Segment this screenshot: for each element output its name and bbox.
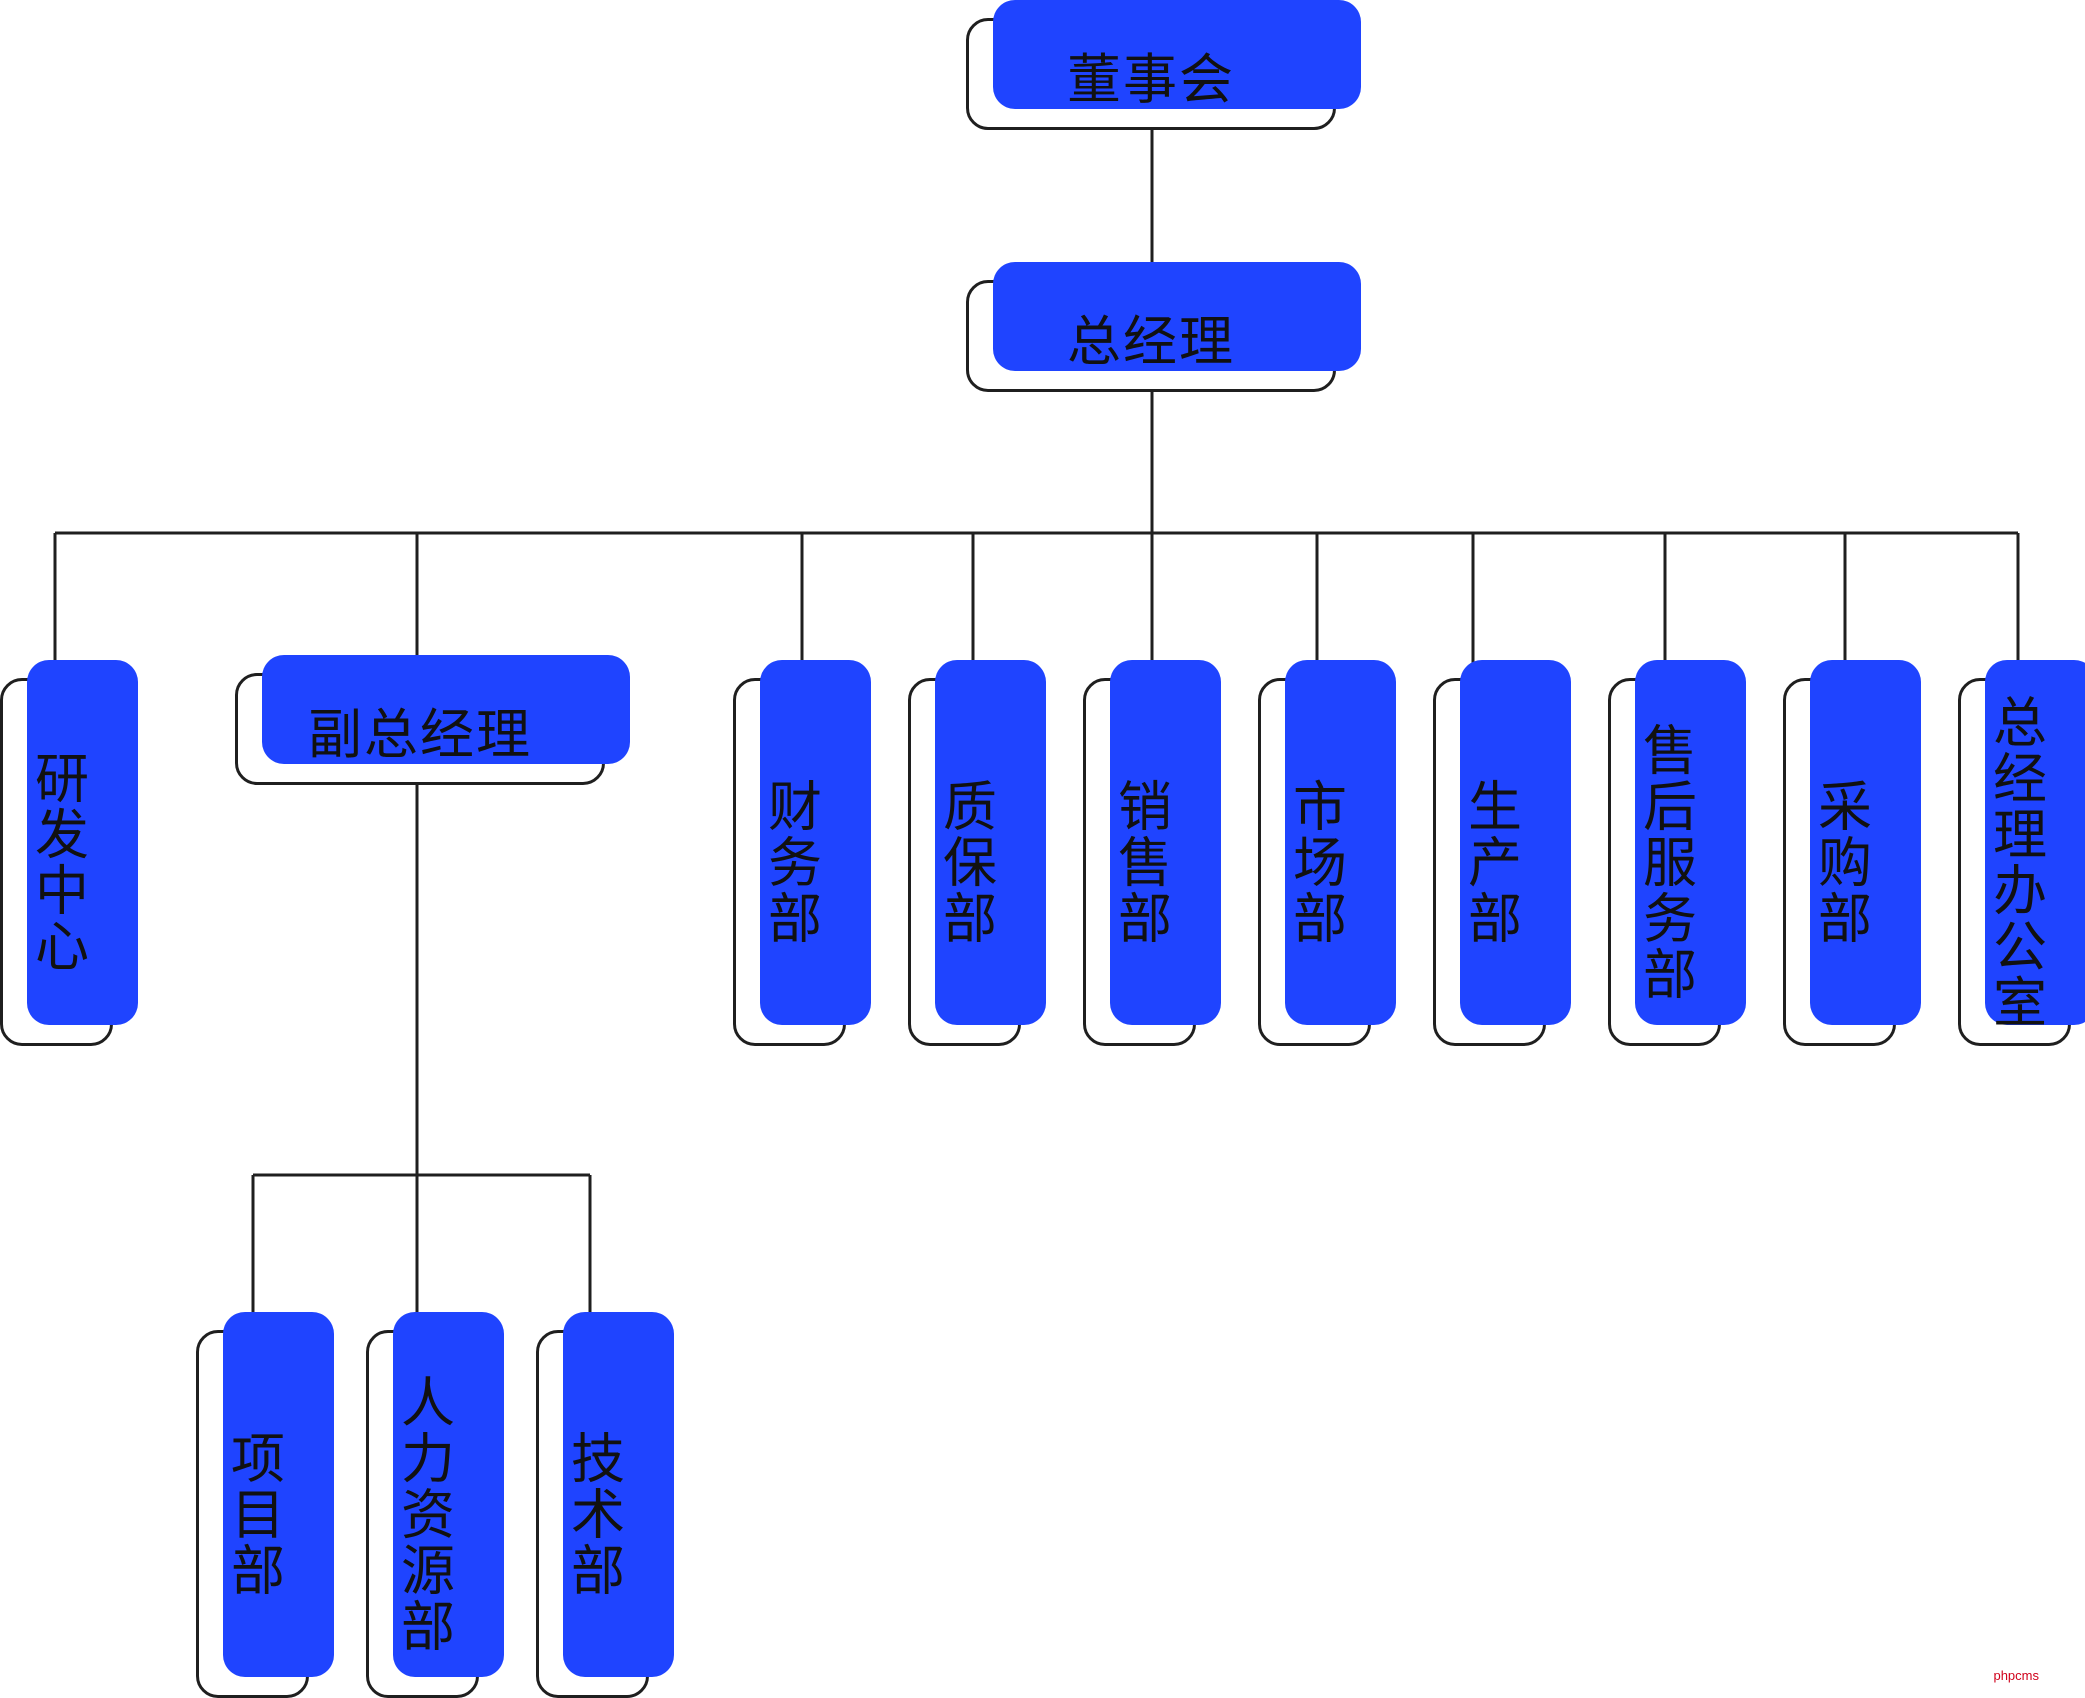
department-label: 采购部 xyxy=(1808,778,1872,946)
department-rd-center: 研发中心 xyxy=(0,660,138,1046)
department-gm-office: 总经理办公室 xyxy=(1958,660,2085,1046)
sub-department-label: 技术部 xyxy=(561,1430,625,1598)
department-label: 市场部 xyxy=(1283,778,1347,946)
general-manager-label: 总经理 xyxy=(1067,309,1235,373)
board-node: 董事会 xyxy=(966,0,1361,130)
department-sales: 销售部 xyxy=(1083,660,1221,1046)
department-after-sales: 售后服务部 xyxy=(1608,660,1746,1046)
deputy-general-manager-label: 副总经理 xyxy=(308,702,532,766)
deputy-general-manager-node: 副总经理 xyxy=(235,655,630,785)
department-label: 生产部 xyxy=(1458,778,1522,946)
sub-department-projects: 项目部 xyxy=(196,1312,334,1698)
department-marketing: 市场部 xyxy=(1258,660,1396,1046)
department-quality: 质保部 xyxy=(908,660,1046,1046)
sub-department-technology: 技术部 xyxy=(536,1312,674,1698)
department-production: 生产部 xyxy=(1433,660,1571,1046)
sub-department-label: 项目部 xyxy=(221,1430,285,1598)
watermark-text: phpcms xyxy=(1993,1668,2039,1683)
department-finance: 财务部 xyxy=(733,660,871,1046)
department-label: 研发中心 xyxy=(25,750,89,974)
department-purchasing: 采购部 xyxy=(1783,660,1921,1046)
department-label: 销售部 xyxy=(1108,778,1172,946)
sub-department-label: 人力资源部 xyxy=(391,1374,455,1654)
department-label: 质保部 xyxy=(933,778,997,946)
sub-department-hr: 人力资源部 xyxy=(366,1312,504,1698)
department-label: 总经理办公室 xyxy=(1983,694,2047,1030)
board-label: 董事会 xyxy=(1067,47,1235,111)
general-manager-node: 总经理 xyxy=(966,262,1361,392)
department-label: 售后服务部 xyxy=(1633,722,1697,1002)
department-label: 财务部 xyxy=(758,778,822,946)
